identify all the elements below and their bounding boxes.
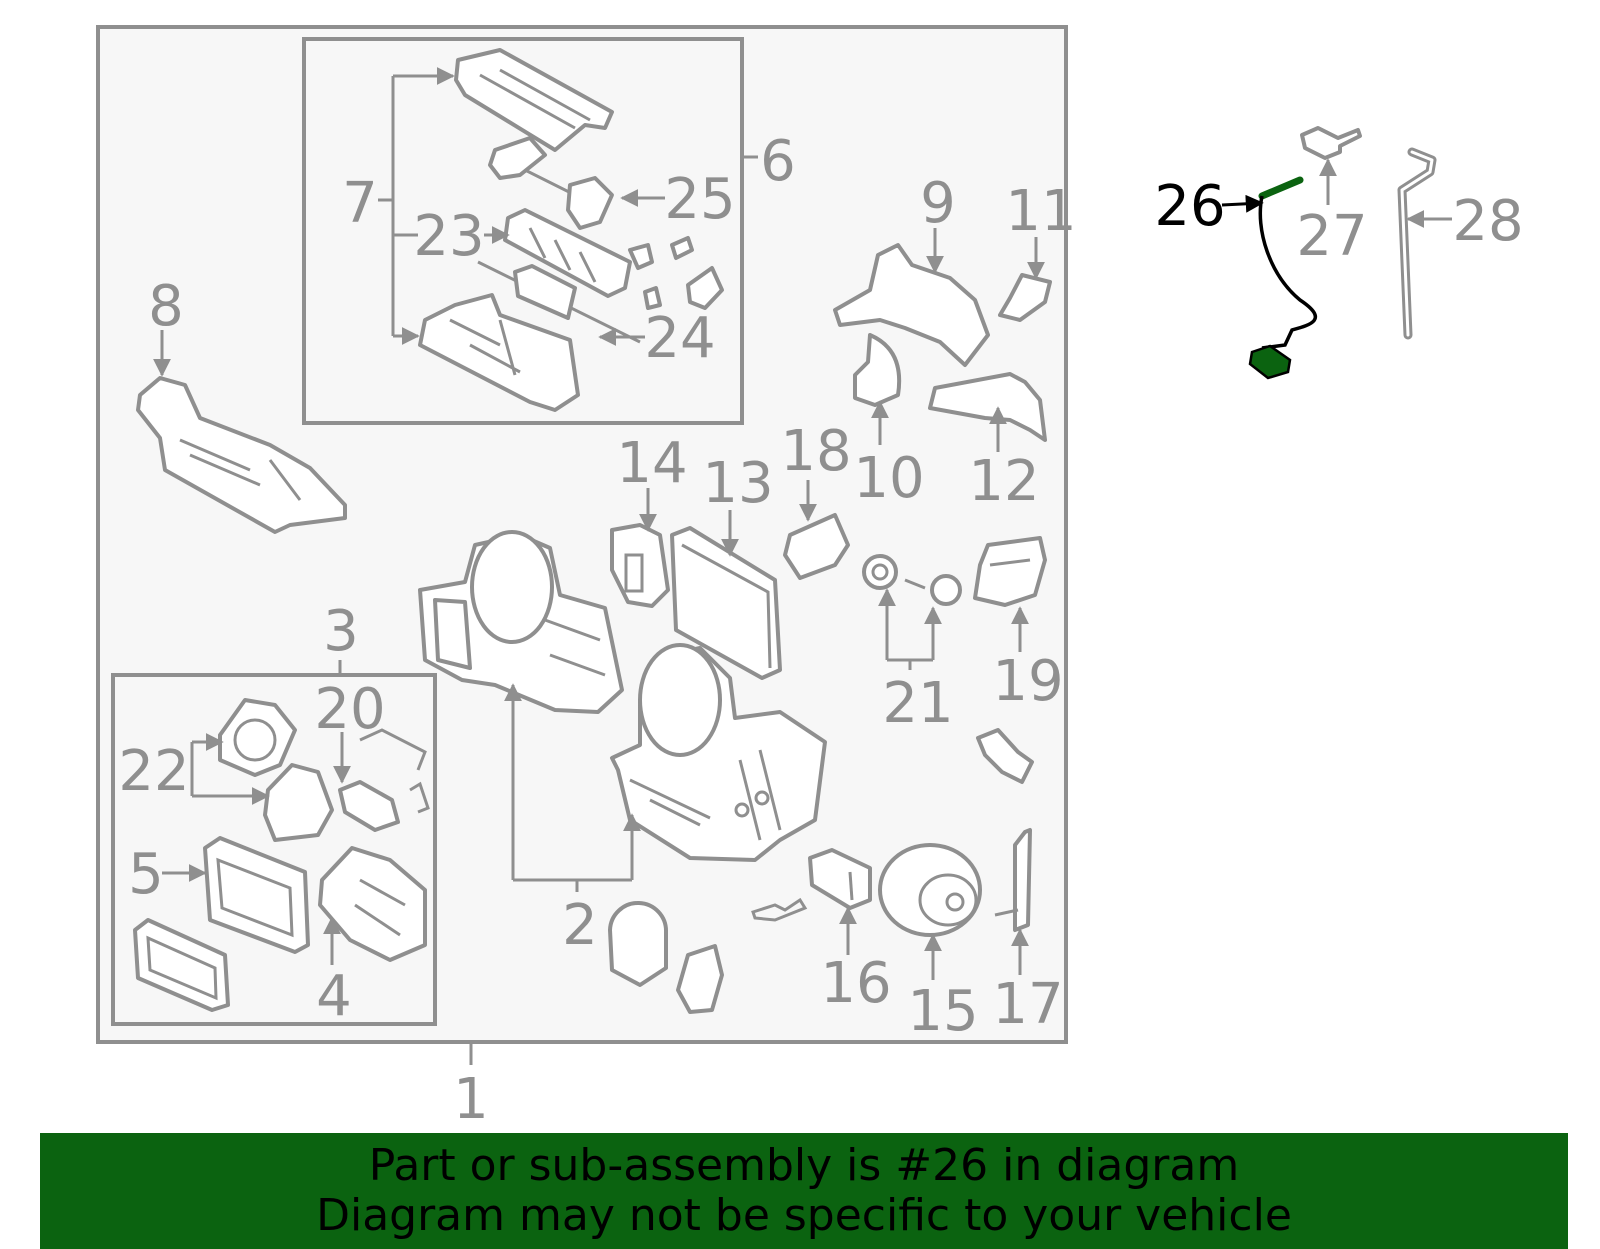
callout-15: 15 bbox=[907, 979, 978, 1044]
small-bracket bbox=[976, 728, 1034, 784]
part-28-tube[interactable] bbox=[1397, 147, 1437, 340]
part-16-resistor[interactable] bbox=[808, 848, 872, 910]
callout-14: 14 bbox=[616, 431, 687, 496]
callout-23: 23 bbox=[413, 204, 484, 269]
callout-25: 25 bbox=[664, 167, 735, 232]
callout-12: 12 bbox=[968, 449, 1039, 514]
callout-13: 13 bbox=[702, 451, 773, 516]
callout-4: 4 bbox=[316, 964, 352, 1029]
part-2-motor-cover[interactable] bbox=[608, 901, 724, 1014]
callout-26-highlighted: 26 bbox=[1154, 174, 1225, 239]
part-13-evaporator[interactable] bbox=[670, 526, 782, 680]
part-26-wiring-harness[interactable] bbox=[1248, 176, 1318, 380]
callout-22: 22 bbox=[118, 739, 189, 804]
callout-10: 10 bbox=[853, 446, 924, 511]
part-20-clips[interactable] bbox=[338, 728, 430, 832]
callout-7: 7 bbox=[342, 171, 378, 236]
callout-6: 6 bbox=[760, 129, 796, 194]
callout-16: 16 bbox=[820, 951, 891, 1016]
part-2-left-case[interactable] bbox=[418, 530, 624, 714]
part-7-lower-case[interactable] bbox=[418, 293, 580, 412]
part-5-frame[interactable] bbox=[203, 836, 310, 954]
callout-1: 1 bbox=[453, 1067, 489, 1132]
callout-3: 3 bbox=[323, 599, 359, 664]
callout-28: 28 bbox=[1452, 189, 1523, 254]
part-11-clip[interactable] bbox=[998, 273, 1052, 322]
callout-24: 24 bbox=[644, 306, 715, 371]
callout-21: 21 bbox=[882, 671, 953, 736]
callout-11: 11 bbox=[1005, 179, 1076, 244]
part-22-upper-cover[interactable] bbox=[218, 698, 297, 777]
part-12-duct[interactable] bbox=[928, 372, 1047, 442]
part-9-duct[interactable] bbox=[833, 243, 990, 367]
leader-lines bbox=[153, 67, 1452, 1065]
callout-2: 2 bbox=[562, 893, 598, 958]
part-17-strip[interactable] bbox=[994, 828, 1032, 932]
callout-8: 8 bbox=[148, 274, 184, 339]
callout-9: 9 bbox=[920, 171, 956, 236]
small-clips bbox=[628, 236, 724, 310]
wiring-clip bbox=[751, 897, 808, 922]
callout-20: 20 bbox=[314, 677, 385, 742]
part-3-filter[interactable] bbox=[133, 918, 230, 1012]
part-2-right-case[interactable] bbox=[610, 643, 827, 862]
part-21-fasteners[interactable] bbox=[862, 554, 962, 606]
part-19-bracket[interactable] bbox=[973, 536, 1047, 607]
part-18-module[interactable] bbox=[783, 513, 850, 580]
callout-18: 18 bbox=[780, 419, 851, 484]
info-banner: Part or sub-assembly is #26 in diagram D… bbox=[40, 1133, 1568, 1249]
part-7-upper-duct[interactable] bbox=[454, 48, 614, 152]
banner-line-2: Diagram may not be specific to your vehi… bbox=[316, 1190, 1292, 1241]
part-8-duct[interactable] bbox=[136, 376, 347, 534]
part-27-sensor[interactable] bbox=[1300, 126, 1362, 160]
callout-5: 5 bbox=[128, 842, 164, 907]
part-25-actuator[interactable] bbox=[488, 136, 614, 230]
part-10-bracket[interactable] bbox=[853, 333, 902, 407]
callout-17: 17 bbox=[992, 972, 1063, 1037]
callout-19: 19 bbox=[992, 649, 1063, 714]
part-22-lower-cover[interactable] bbox=[263, 763, 334, 842]
banner-line-1: Part or sub-assembly is #26 in diagram bbox=[368, 1140, 1240, 1191]
callout-27: 27 bbox=[1296, 204, 1367, 269]
part-15-blower-motor[interactable] bbox=[878, 843, 982, 937]
